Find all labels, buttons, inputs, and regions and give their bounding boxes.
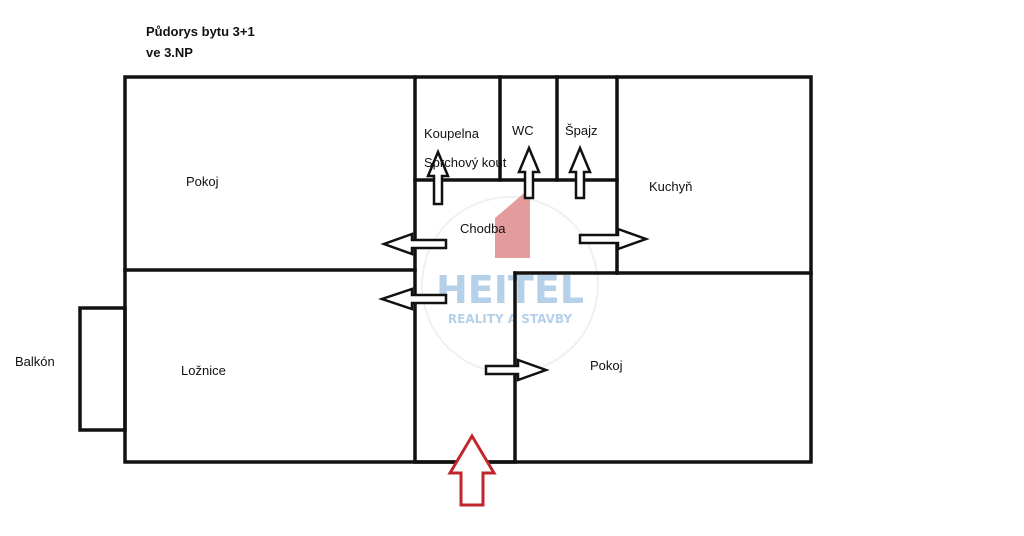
arrow-right-pokoj-icon <box>484 358 550 382</box>
heitel-watermark-logo: HEITEL REALITY A STAVBY <box>421 188 599 374</box>
entrance-arrow-icon <box>447 433 497 507</box>
room-label-balkon: Balkón <box>15 354 55 369</box>
room-label-chodba: Chodba <box>460 221 506 236</box>
watermark-tagline: REALITY A STAVBY <box>448 312 573 326</box>
watermark-brand: HEITEL <box>436 268 584 312</box>
arrow-left-pokoj-icon <box>380 232 448 256</box>
door-arrows <box>378 144 650 382</box>
room-label-koupelna: Koupelna <box>424 126 480 141</box>
arrow-up-wc-icon <box>517 144 541 200</box>
room-label-pokoj-right: Pokoj <box>590 358 623 373</box>
room-label-loznice: Ložnice <box>181 363 226 378</box>
room-label-pokoj-left: Pokoj <box>186 174 219 189</box>
arrow-right-kuchyn-icon <box>578 227 650 251</box>
room-label-sprchovy-kout: Sprchový kout <box>424 155 507 170</box>
room-label-spajz: Špajz <box>565 123 598 138</box>
room-label-kuchyn: Kuchyň <box>649 179 692 194</box>
arrow-up-spajz-icon <box>568 144 592 200</box>
balcony-outline <box>78 306 127 432</box>
arrow-left-loznice-icon <box>378 287 448 311</box>
watermark-house-icon <box>495 188 530 258</box>
room-label-wc: WC <box>512 123 534 138</box>
arrow-up-koupelna-icon <box>426 148 450 206</box>
plan-title: Půdorys bytu 3+1 <box>146 24 255 39</box>
plan-floor-subtitle: ve 3.NP <box>146 45 193 60</box>
